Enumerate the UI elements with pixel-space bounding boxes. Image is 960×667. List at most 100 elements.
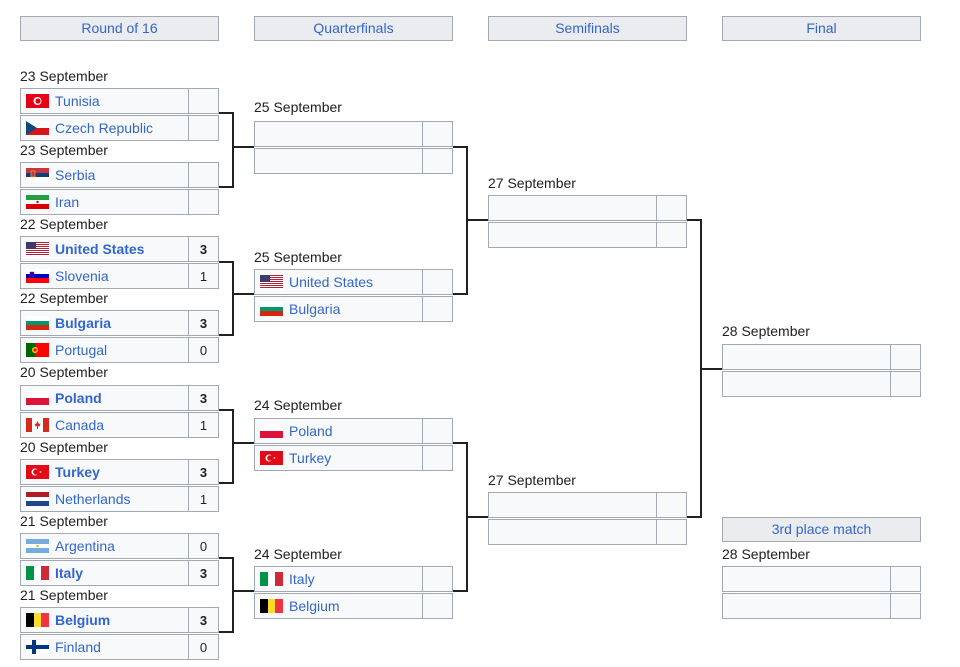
bulgaria-flag-icon[interactable]	[260, 302, 283, 316]
team-score: 3	[199, 612, 208, 628]
match-date: 28 September	[722, 323, 810, 339]
team-name-link[interactable]: Serbia	[55, 167, 96, 183]
team-name-link[interactable]: Tunisia	[55, 93, 100, 109]
team-name-link[interactable]: Argentina	[55, 538, 115, 554]
sf-match	[488, 195, 687, 248]
team-name-link[interactable]: Poland	[289, 423, 333, 439]
turkey-flag-icon[interactable]	[26, 465, 49, 479]
match-date: 23 September	[20, 142, 108, 158]
serbia-flag-icon[interactable]	[26, 168, 49, 182]
turkey-flag-icon[interactable]	[260, 451, 283, 465]
team-score	[423, 122, 452, 146]
team-row: Turkey 3	[20, 459, 219, 485]
team-score	[423, 149, 452, 173]
team-row: Poland	[254, 418, 453, 444]
team-cell: Italy	[255, 567, 423, 591]
team-name-link[interactable]: Czech Republic	[55, 120, 154, 136]
czech-republic-flag-icon[interactable]	[26, 121, 49, 135]
canada-flag-icon[interactable]	[26, 418, 49, 432]
team-name-link[interactable]: Slovenia	[55, 268, 109, 284]
team-cell	[489, 520, 657, 544]
team-name-link[interactable]: Poland	[55, 390, 102, 406]
slovenia-flag-icon[interactable]	[26, 269, 49, 283]
argentina-flag-icon[interactable]	[26, 539, 49, 553]
team-row	[488, 519, 687, 545]
team-name-link[interactable]: Iran	[55, 194, 80, 210]
match-date: 27 September	[488, 175, 576, 191]
round-header-final[interactable]: Final	[722, 16, 921, 41]
team-score	[423, 567, 452, 591]
team-score: 1	[199, 417, 208, 433]
round-header-qf[interactable]: Quarterfinals	[254, 16, 453, 41]
united-states-flag-icon[interactable]	[260, 275, 283, 289]
team-name-link[interactable]: Bulgaria	[55, 315, 112, 331]
united-states-flag-icon[interactable]	[26, 242, 49, 256]
italy-flag-icon[interactable]	[26, 566, 49, 580]
team-cell: Bulgaria	[21, 311, 189, 335]
team-cell: Portugal	[21, 338, 189, 362]
team-cell	[489, 493, 657, 517]
team-score: 0	[199, 342, 208, 358]
team-score: 3	[199, 464, 208, 480]
team-score	[657, 493, 686, 517]
team-cell: Slovenia	[21, 264, 189, 288]
team-score	[657, 223, 686, 247]
round-header-sf[interactable]: Semifinals	[488, 16, 687, 41]
iran-flag-icon[interactable]	[26, 195, 49, 209]
team-name-link[interactable]: Italy	[55, 565, 84, 581]
team-name-link[interactable]: Canada	[55, 417, 105, 433]
team-score	[189, 116, 218, 140]
round-header-r16[interactable]: Round of 16	[20, 16, 219, 41]
team-name-link[interactable]: Bulgaria	[289, 301, 341, 317]
finland-flag-icon[interactable]	[26, 640, 49, 654]
match-date: 20 September	[20, 439, 108, 455]
team-name-link[interactable]: Portugal	[55, 342, 108, 358]
team-score	[657, 520, 686, 544]
team-name-link[interactable]: Finland	[55, 639, 101, 655]
team-row: Bulgaria	[254, 296, 453, 322]
belgium-flag-icon[interactable]	[26, 613, 49, 627]
team-score	[891, 372, 920, 396]
team-cell: Tunisia	[21, 89, 189, 113]
portugal-flag-icon[interactable]	[26, 343, 49, 357]
team-name-link[interactable]: United States	[289, 274, 374, 290]
poland-flag-icon[interactable]	[260, 424, 283, 438]
italy-flag-icon[interactable]	[260, 572, 283, 586]
team-score	[891, 594, 920, 618]
bulgaria-flag-icon[interactable]	[26, 316, 49, 330]
team-name-link[interactable]: Turkey	[55, 464, 100, 480]
team-name-link[interactable]: United States	[55, 241, 145, 257]
team-score	[189, 190, 218, 214]
team-cell: United States	[255, 270, 423, 294]
team-name-link[interactable]: Belgium	[289, 598, 340, 614]
team-cell	[255, 122, 423, 146]
netherlands-flag-icon[interactable]	[26, 492, 49, 506]
belgium-flag-icon[interactable]	[260, 599, 283, 613]
team-name-link[interactable]: Netherlands	[55, 491, 131, 507]
match-date: 22 September	[20, 290, 108, 306]
team-score	[657, 196, 686, 220]
team-name-link[interactable]: Turkey	[289, 450, 332, 466]
match-date: 21 September	[20, 587, 108, 603]
team-score	[423, 446, 452, 470]
team-row	[254, 148, 453, 174]
team-score	[423, 297, 452, 321]
team-row	[722, 593, 921, 619]
team-name-link[interactable]: Italy	[289, 571, 315, 587]
team-cell: Czech Republic	[21, 116, 189, 140]
tunisia-flag-icon[interactable]	[26, 94, 49, 108]
match-date: 25 September	[254, 249, 342, 265]
team-score	[423, 594, 452, 618]
team-row	[722, 344, 921, 370]
poland-flag-icon[interactable]	[26, 391, 49, 405]
third-match	[722, 566, 921, 619]
team-name-link[interactable]: Belgium	[55, 612, 111, 628]
round-header-third-place[interactable]: 3rd place match	[722, 517, 921, 542]
match-date: 25 September	[254, 99, 342, 115]
